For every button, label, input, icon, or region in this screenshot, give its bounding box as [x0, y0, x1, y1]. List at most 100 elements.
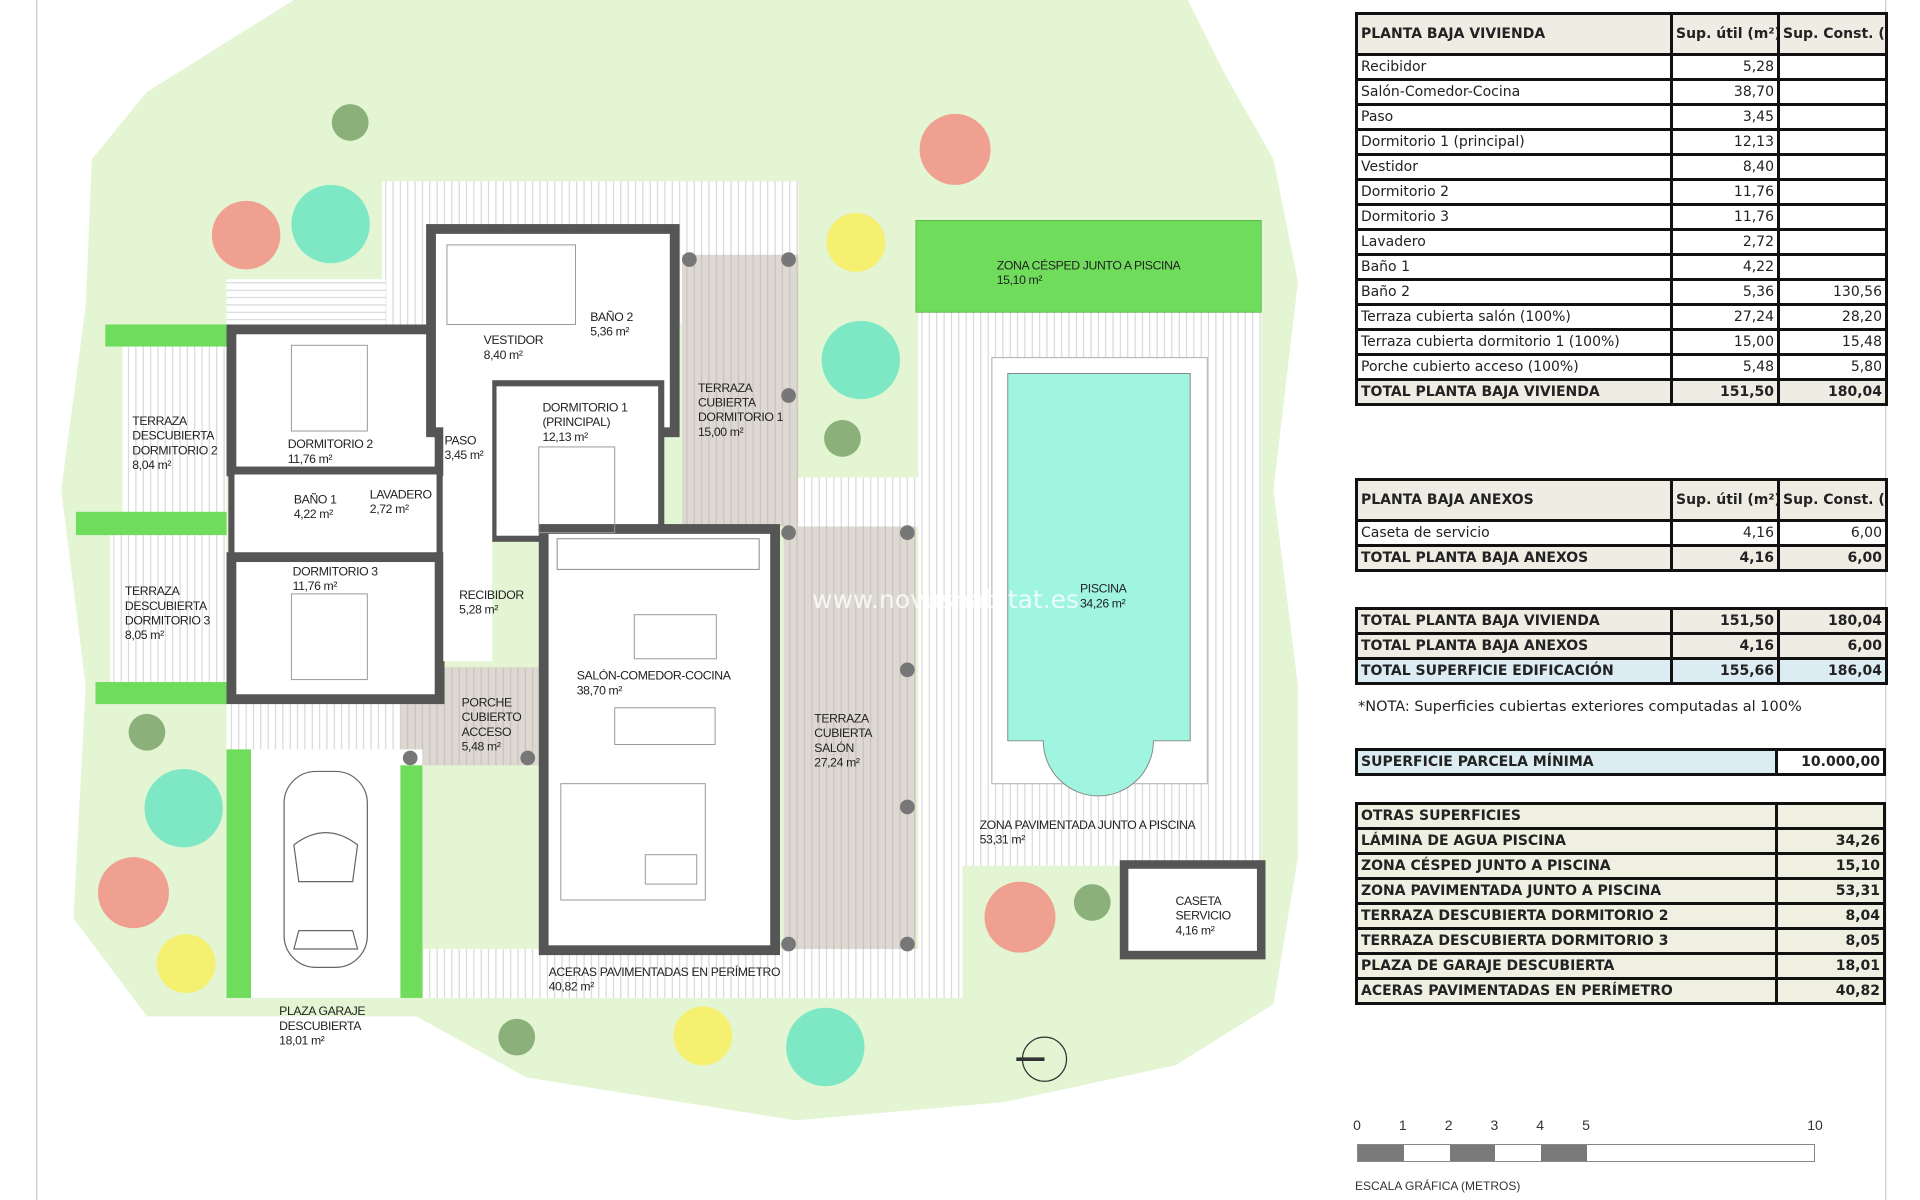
- tree-icon: [673, 1006, 733, 1066]
- table-cell: 151,50: [1670, 378, 1780, 406]
- room-name: PASO: [444, 433, 476, 447]
- room-area: 5,48 m²: [462, 740, 501, 754]
- room-area: 4,22 m²: [294, 507, 333, 521]
- table-cell: 11,76: [1670, 203, 1780, 231]
- table-cell: 4,16: [1670, 632, 1780, 660]
- table-cell: Terraza cubierta salón (100%): [1355, 303, 1673, 331]
- scale-caption: ESCALA GRÁFICA (METROS): [1355, 1179, 1521, 1193]
- table-cell: Dormitorio 1 (principal): [1355, 128, 1673, 156]
- table-cell: 15,48: [1777, 328, 1888, 356]
- furniture: [290, 244, 717, 901]
- table-cell: 5,28: [1670, 53, 1780, 81]
- table-cell: TERRAZA DESCUBIERTA DORMITORIO 2: [1355, 902, 1778, 930]
- table-cell: 28,20: [1777, 303, 1888, 331]
- table-cell: Recibidor: [1355, 53, 1673, 81]
- table-cell: TOTAL PLANTA BAJA ANEXOS: [1355, 544, 1673, 572]
- table-cell: Paso: [1355, 103, 1673, 131]
- room-name: DORMITORIO 3: [125, 613, 211, 627]
- room-name: LAVADERO: [370, 487, 432, 501]
- room-name: CUBIERTO: [462, 710, 522, 724]
- table-cell: PLANTA BAJA ANEXOS: [1355, 478, 1673, 522]
- table-cell: 186,04: [1777, 657, 1888, 685]
- watermark: www.novushabitat.es: [812, 585, 1080, 614]
- table-cell: 6,00: [1777, 544, 1888, 572]
- room-name: ACERAS PAVIMENTADAS EN PERÍMETRO: [549, 964, 781, 979]
- tree-icon: [824, 420, 861, 457]
- room-name: DORMITORIO 3: [293, 565, 379, 579]
- table-row: Dormitorio 1 (principal)12,13: [1355, 128, 1888, 156]
- tree-icon: [156, 934, 216, 994]
- table-cell: 3,45: [1670, 103, 1780, 131]
- tree-icon: [498, 1018, 536, 1056]
- room-name: BAÑO 1: [294, 492, 337, 506]
- room-name: DESCUBIERTA: [125, 599, 208, 613]
- table-header: OTRAS SUPERFICIES: [1355, 802, 1778, 830]
- room-name: CUBIERTA: [698, 396, 757, 410]
- table-cell: [1777, 128, 1888, 156]
- scale-tick-label: 4: [1536, 1117, 1545, 1133]
- table-cell: Vestidor: [1355, 153, 1673, 181]
- deck-strip: [798, 477, 919, 527]
- tree-icon: [144, 768, 223, 848]
- tree-icon: [919, 113, 991, 185]
- room-area: 11,76 m²: [293, 579, 338, 593]
- table-cell: [1774, 802, 1887, 830]
- room-name: RECIBIDOR: [459, 588, 524, 602]
- table-cell: Terraza cubierta dormitorio 1 (100%): [1355, 328, 1673, 356]
- tree-icon: [128, 713, 166, 751]
- table-cell: 34,26: [1774, 827, 1887, 855]
- table-cell: PLAZA DE GARAJE DESCUBIERTA: [1355, 952, 1778, 980]
- room-name: CASETA: [1176, 894, 1223, 908]
- columns: [402, 252, 915, 952]
- scale-tick-label: 3: [1490, 1117, 1499, 1133]
- table-cell: TOTAL PLANTA BAJA VIVIENDA: [1355, 607, 1673, 635]
- table-cell: 12,13: [1670, 128, 1780, 156]
- table-cell: [1777, 203, 1888, 231]
- sidewalk-bottom: [422, 948, 919, 998]
- table-cell: 8,05: [1774, 927, 1887, 955]
- room-name: PLAZA GARAJE: [279, 1004, 365, 1018]
- tree-icon: [984, 881, 1056, 953]
- pool-water: [1007, 372, 1191, 797]
- room-name: ZONA CÉSPED JUNTO A PISCINA: [997, 257, 1182, 272]
- table-cell: 27,24: [1670, 303, 1780, 331]
- room-area: 12,13 m²: [542, 430, 588, 444]
- note-text: *NOTA: Superficies cubiertas exteriores …: [1358, 699, 1802, 715]
- table-cell: Salón-Comedor-Cocina: [1355, 78, 1673, 106]
- room-name: SALÓN-COMEDOR-COCINA: [577, 668, 732, 683]
- table-cell: LÁMINA DE AGUA PISCINA: [1355, 827, 1778, 855]
- table-cell: [1777, 153, 1888, 181]
- table-cell: 11,76: [1670, 178, 1780, 206]
- table-cell: Sup. útil (m²): [1670, 478, 1780, 522]
- room-name: TERRAZA: [814, 711, 870, 725]
- tree-icon: [821, 320, 900, 400]
- tree-icon: [331, 104, 369, 141]
- room-label: DORMITORIO 1(PRINCIPAL)12,13 m²: [542, 400, 628, 443]
